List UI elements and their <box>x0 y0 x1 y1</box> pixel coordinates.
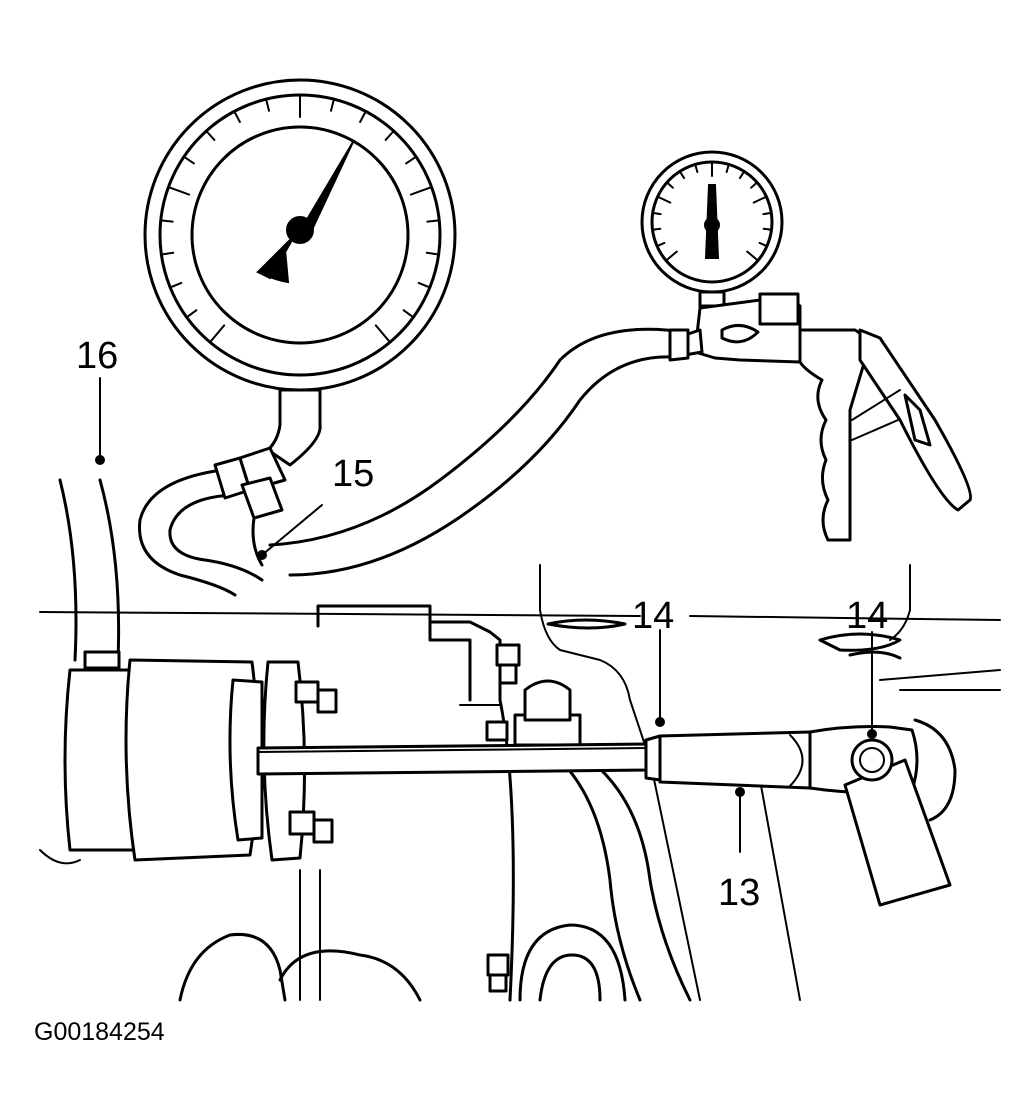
gauge-tick <box>651 227 662 231</box>
large-gauge-ticks <box>159 94 441 344</box>
bolt-center-top <box>495 643 521 685</box>
gauge-tick <box>678 170 686 180</box>
gauge-tick <box>185 309 198 319</box>
gauge-hose <box>138 446 287 597</box>
actuator-rod <box>256 725 919 794</box>
vacuum-hose <box>268 327 690 577</box>
gauge-tick <box>762 227 773 231</box>
gauge-tick <box>725 163 730 174</box>
engine-block-outline <box>39 564 1001 1002</box>
gauge-tick <box>182 155 195 165</box>
gauge-tick <box>169 281 183 289</box>
callout-15: 15 <box>332 453 374 495</box>
gauge-tick <box>738 170 746 180</box>
gauge-tick <box>205 130 216 141</box>
gauge-tick <box>656 241 666 248</box>
gauge-tick <box>656 195 672 204</box>
callout-14-left: 14 <box>632 595 674 637</box>
gauge-tick <box>167 186 191 196</box>
gauge-tick <box>426 219 441 223</box>
gauge-tick <box>651 211 662 216</box>
cap-fitting <box>513 679 582 747</box>
callout-14-right: 14 <box>846 595 888 637</box>
bolt-center-mid <box>485 720 509 742</box>
gauge-tick <box>384 130 395 141</box>
gauge-tick <box>374 324 391 344</box>
linkage-lever <box>843 738 952 907</box>
large-pressure-gauge <box>143 78 457 467</box>
bolt-center-bottom <box>486 953 510 993</box>
gauge-tick <box>160 251 175 256</box>
gauge-tick <box>417 281 431 289</box>
mounting-bolts <box>288 643 582 993</box>
bolt-upper-left <box>294 680 338 714</box>
gauge-tick <box>359 110 367 123</box>
gauge-tick <box>665 181 674 189</box>
gauge-tick <box>402 309 415 319</box>
gauge-tick <box>265 98 270 112</box>
small-gauge-ticks <box>651 161 773 262</box>
gauge-tick <box>752 195 768 204</box>
large-gauge-needle <box>256 141 354 284</box>
gauge-tick <box>750 181 759 189</box>
gauge-tick <box>758 241 768 248</box>
gauge-tick <box>233 110 241 123</box>
figure-id: G00184254 <box>34 1018 165 1046</box>
callout-16: 16 <box>76 335 118 377</box>
gauge-tick <box>330 98 335 112</box>
gauge-tick <box>405 155 418 165</box>
cylinder-housing <box>58 478 307 862</box>
gauge-tick <box>694 163 699 174</box>
callout-leaders <box>95 377 877 853</box>
gauge-tick <box>425 251 440 256</box>
gauge-tick <box>409 186 433 196</box>
gauge-tick <box>762 211 773 216</box>
bolt-lower-left <box>288 810 334 844</box>
gauge-tick <box>665 250 678 262</box>
hand-pump <box>683 292 973 542</box>
callout-13: 13 <box>718 872 760 914</box>
gauge-tick <box>209 324 226 344</box>
small-vacuum-gauge <box>640 150 784 308</box>
gauge-tick <box>746 250 759 262</box>
gauge-tick <box>159 219 174 223</box>
